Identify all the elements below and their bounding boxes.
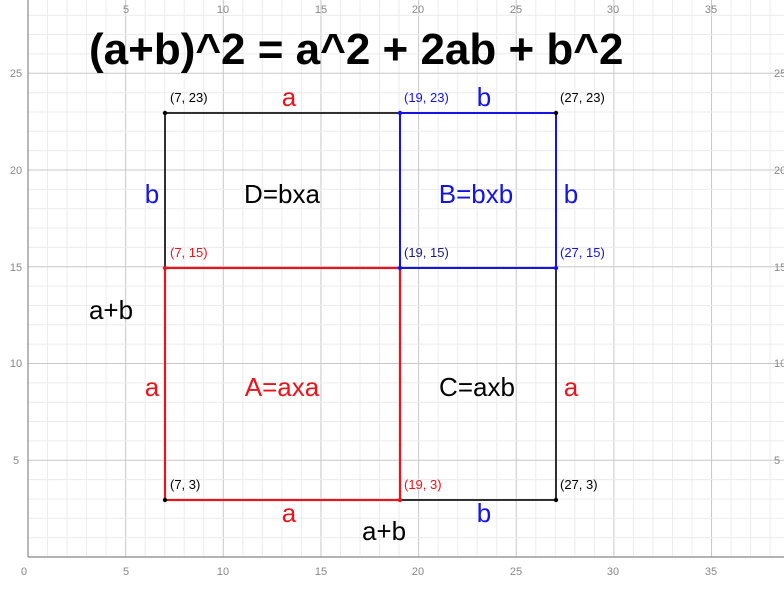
x-tick-top-20: 20 <box>412 4 424 16</box>
coord-label-7-3: (7, 3) <box>170 477 200 492</box>
x-tick-top-25: 25 <box>510 4 522 16</box>
tick-labels: 0 5 10 15 20 25 30 35 5 10 15 20 25 30 3… <box>10 4 784 578</box>
coord-label-7-23: (7, 23) <box>170 90 208 105</box>
vertex-dot <box>162 110 168 116</box>
top-right-length-label: b <box>477 82 491 112</box>
segment-labels: a b b b a+b a a a b a+b <box>89 82 579 546</box>
vertex-dot <box>553 265 559 271</box>
vertex-dot <box>553 110 559 116</box>
y-tick-left-20: 20 <box>10 165 22 177</box>
region-c-label: C=axb <box>439 372 515 402</box>
x-tick-top-15: 15 <box>315 4 327 16</box>
axes <box>27 0 784 558</box>
region-labels: D=bxa B=bxb A=axa C=axb <box>244 179 515 402</box>
x-tick-bottom-5: 5 <box>123 566 129 578</box>
left-total-length-label: a+b <box>89 295 133 325</box>
x-tick-top-30: 30 <box>607 4 619 16</box>
square-shapes <box>163 112 557 502</box>
x-tick-bottom-35: 35 <box>705 566 717 578</box>
right-lower-length-label: a <box>564 372 579 402</box>
x-tick-bottom-15: 15 <box>315 566 327 578</box>
coord-label-7-15: (7, 15) <box>170 245 208 260</box>
y-tick-right-15: 15 <box>774 262 784 274</box>
y-tick-left-5: 5 <box>13 455 19 467</box>
right-upper-length-label: b <box>564 179 578 209</box>
x-tick-bottom-20: 20 <box>412 566 424 578</box>
y-tick-left-15: 15 <box>10 262 22 274</box>
x-tick-top-10: 10 <box>217 4 229 16</box>
coord-label-27-15: (27, 15) <box>560 245 605 260</box>
formula-title: (a+b)^2 = a^2 + 2ab + b^2 <box>89 25 623 74</box>
y-tick-left-10: 10 <box>10 358 22 370</box>
y-tick-right-10: 10 <box>774 358 784 370</box>
x-tick-top-5: 5 <box>123 4 129 16</box>
x-tick-bottom-10: 10 <box>217 566 229 578</box>
vertex-dot <box>397 110 403 116</box>
vertex-dot <box>397 497 403 503</box>
coord-label-19-23: (19, 23) <box>404 90 449 105</box>
region-d-label: D=bxa <box>244 179 320 209</box>
coordinate-labels: (7, 23) (19, 23) (27, 23) (7, 15) (19, 1… <box>170 90 605 492</box>
vertex-dot <box>162 497 168 503</box>
region-a-label: A=axa <box>245 372 320 402</box>
x-tick-top-35: 35 <box>705 4 717 16</box>
x-tick-bottom-25: 25 <box>510 566 522 578</box>
x-tick-bottom-30: 30 <box>607 566 619 578</box>
bottom-total-length-label: a+b <box>362 516 406 546</box>
x-tick-bottom-0: 0 <box>21 566 27 578</box>
top-left-length-label: a <box>282 82 297 112</box>
y-tick-right-20: 20 <box>774 165 784 177</box>
coord-label-19-3: (19, 3) <box>404 477 442 492</box>
y-tick-right-5: 5 <box>774 455 780 467</box>
bottom-right-length-label: b <box>477 498 491 528</box>
left-lower-length-label: a <box>145 372 160 402</box>
square-a <box>163 266 402 502</box>
grid <box>27 0 784 558</box>
vertex-dot <box>162 265 168 271</box>
y-tick-left-25: 25 <box>10 68 22 80</box>
square-b <box>399 112 557 269</box>
vertex-points <box>162 110 559 503</box>
vertex-dot <box>553 497 559 503</box>
coord-label-27-23: (27, 23) <box>560 90 605 105</box>
bottom-left-length-label: a <box>282 498 297 528</box>
region-b-label: B=bxb <box>439 179 513 209</box>
y-tick-right-25: 25 <box>774 68 784 80</box>
coord-label-27-3: (27, 3) <box>560 477 598 492</box>
coord-label-19-15: (19, 15) <box>404 245 449 260</box>
left-upper-length-label: b <box>145 179 159 209</box>
vertex-dot <box>397 265 403 271</box>
